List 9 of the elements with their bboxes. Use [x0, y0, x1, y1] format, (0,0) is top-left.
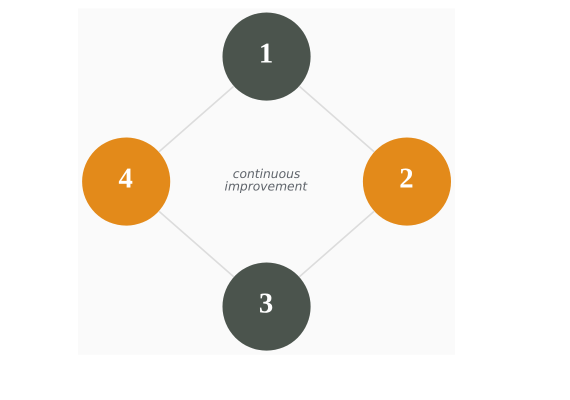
node-circle: 3: [222, 262, 311, 351]
node-circle: 4: [82, 138, 170, 226]
node-circle: 2: [362, 138, 451, 226]
connector: [158, 210, 234, 278]
label: continuous improvement: [224, 167, 308, 194]
connector: [298, 86, 375, 152]
connector: [158, 86, 234, 152]
connector: [298, 210, 375, 278]
node-circle: 1: [222, 12, 311, 101]
